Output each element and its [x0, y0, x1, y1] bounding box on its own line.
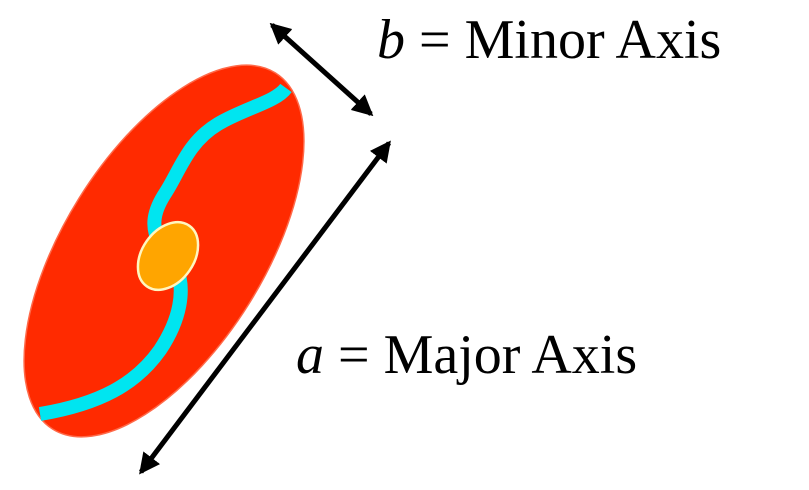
minor-axis-label: b = Minor Axis — [377, 9, 721, 71]
minor-axis-symbol: b — [377, 9, 405, 71]
major-axis-label: a = Major Axis — [296, 324, 637, 386]
minor-axis-arrow — [269, 22, 374, 117]
major-axis-arrow — [139, 140, 391, 475]
major-axis-symbol: a — [296, 324, 324, 386]
minor-axis-equals: = — [405, 9, 465, 71]
minor-axis-name: Minor Axis — [465, 9, 722, 71]
major-axis-equals: = — [324, 324, 384, 386]
major-axis-name: Major Axis — [384, 324, 638, 386]
